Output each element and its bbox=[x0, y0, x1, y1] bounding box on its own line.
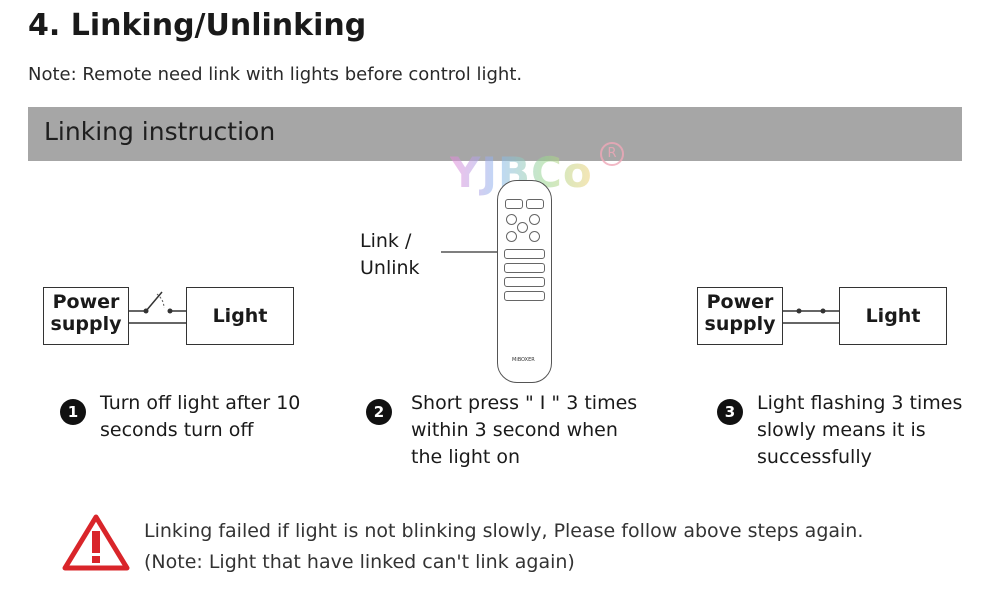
link-unlink-label: Link /Unlink bbox=[360, 230, 420, 279]
light-box-right: Light bbox=[839, 287, 947, 345]
registered-mark: R bbox=[600, 142, 624, 166]
zone-button-3-icon bbox=[504, 277, 545, 287]
section-title: Linking instruction bbox=[44, 117, 276, 146]
center-button-icon bbox=[517, 222, 528, 233]
light-box-left: Light bbox=[186, 287, 294, 345]
page-title: 4. Linking/Unlinking bbox=[28, 8, 367, 43]
warning-icon bbox=[62, 514, 130, 571]
step-number-1: 1 bbox=[60, 399, 86, 425]
section-bar: Linking instruction bbox=[28, 107, 962, 161]
off-button-icon bbox=[526, 199, 544, 209]
right-button-icon bbox=[529, 231, 540, 242]
step-number-2: 2 bbox=[366, 399, 392, 425]
brightness-button-icon bbox=[529, 214, 540, 225]
header-note: Note: Remote need link with lights befor… bbox=[28, 64, 523, 85]
remote-brand: MiBOXER bbox=[512, 357, 535, 363]
on-button-icon bbox=[505, 199, 523, 209]
remote-control: MiBOXER bbox=[497, 180, 552, 383]
left-button-icon bbox=[506, 231, 517, 242]
warning-text: Linking failed if light is not blinking … bbox=[144, 520, 864, 573]
zone-button-1-icon bbox=[504, 249, 545, 259]
zone-button-4-icon bbox=[504, 291, 545, 301]
step-number-3: 3 bbox=[717, 399, 743, 425]
zone-button-2-icon bbox=[504, 263, 545, 273]
mode-button-icon bbox=[506, 214, 517, 225]
